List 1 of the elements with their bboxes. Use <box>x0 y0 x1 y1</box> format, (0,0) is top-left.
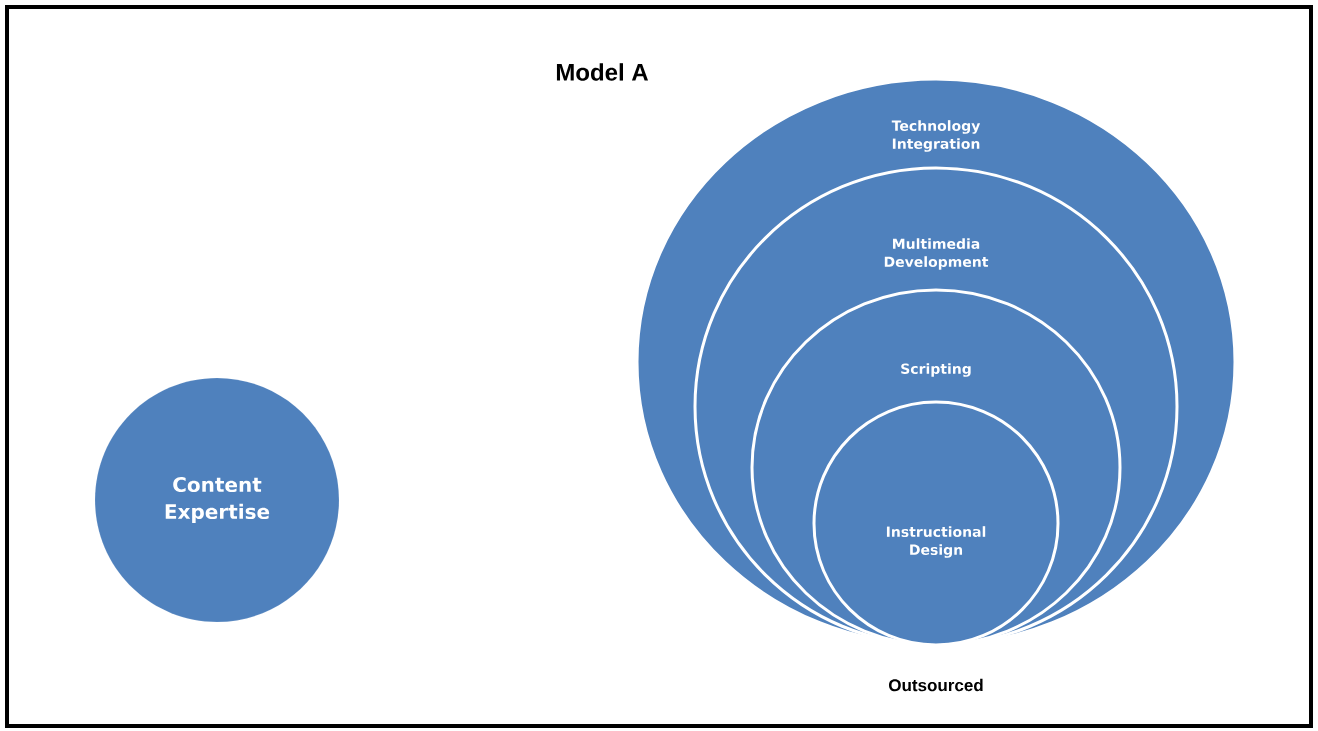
label: Outsourced <box>889 678 983 692</box>
